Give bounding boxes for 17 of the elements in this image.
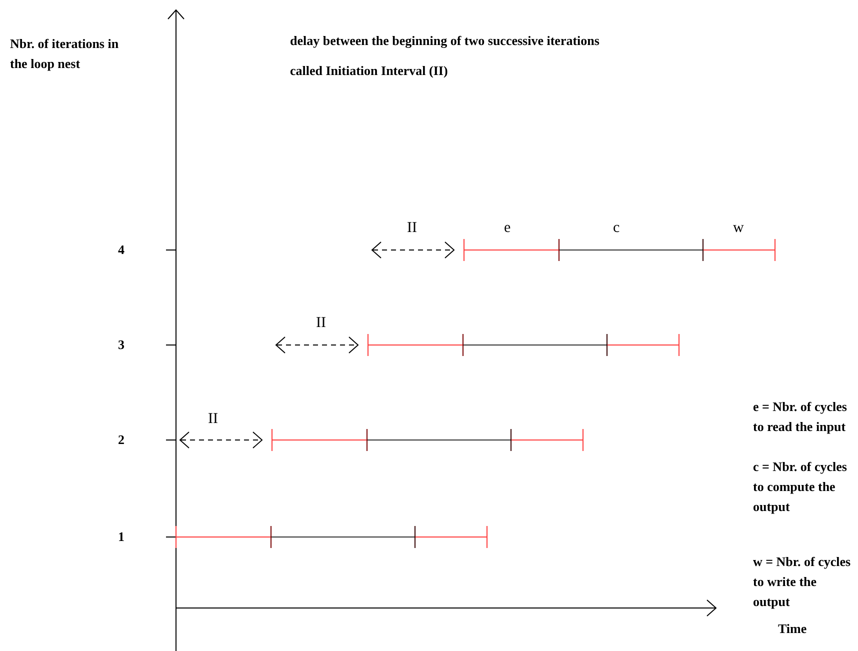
- axis-title: Time: [778, 620, 807, 638]
- phase-label: c: [613, 220, 620, 236]
- legend-text: c = Nbr. of cycles to compute the output: [753, 458, 848, 516]
- note-text: called Initiation Interval (II): [290, 62, 448, 80]
- interval-label: II: [208, 411, 218, 427]
- row-number: 2: [118, 431, 124, 449]
- interval-label: II: [407, 220, 417, 236]
- row-number: 4: [118, 241, 124, 259]
- interval-label: II: [316, 315, 326, 331]
- phase-label: e: [504, 220, 511, 236]
- legend-text: e = Nbr. of cycles to read the input: [753, 398, 848, 436]
- phase-label: w: [733, 220, 744, 236]
- row-number: 3: [118, 336, 124, 354]
- row-number: 1: [118, 528, 124, 546]
- legend-text: w = Nbr. of cycles to write the output: [753, 553, 852, 611]
- note-text: delay between the beginning of two successive iterations: [290, 32, 600, 50]
- axis-title: Nbr. of iterations in the loop nest: [10, 35, 120, 73]
